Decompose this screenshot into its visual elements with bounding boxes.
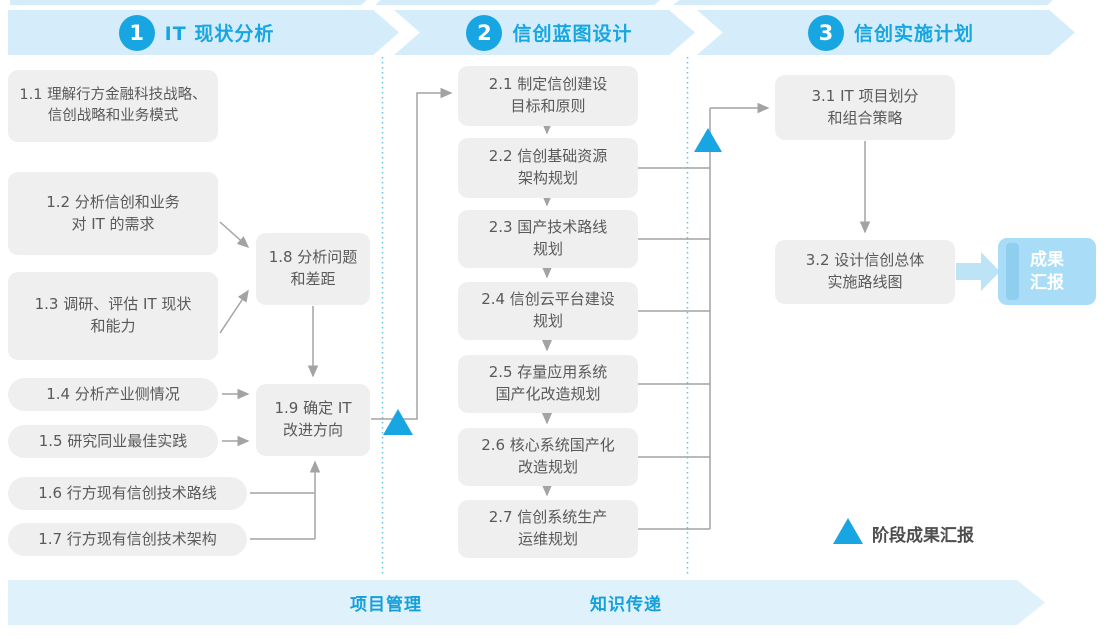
- step-box-1-4: 1.4 分析产业侧情况: [8, 378, 218, 411]
- phase-2-number-badge: 2: [466, 14, 503, 51]
- step-text: 2.3 国产技术路线: [488, 218, 608, 237]
- step-box-1-8: 1.8 分析问题 和差距: [256, 233, 370, 305]
- phase-1-number-badge: 1: [118, 14, 155, 51]
- step-text: 运维规划: [517, 530, 578, 548]
- step-box-3-1: 3.1 IT 项目划分 和组合策略: [775, 75, 955, 140]
- step-text: 2.4 信创云平台建设: [481, 290, 615, 309]
- report-text: 成果: [1030, 249, 1064, 270]
- step-text: 目标和原则: [510, 97, 586, 115]
- step-box-3-2: 3.2 设计信创总体 实施路线图: [775, 240, 955, 304]
- step-text: 1.6 行方现有信创技术路线: [38, 483, 217, 502]
- milestone-triangle-icon: [383, 409, 413, 435]
- step-text: 改进方向: [282, 421, 343, 439]
- phase-1-header: 1 IT 现状分析: [8, 10, 399, 55]
- step-text: 国产化改造规划: [495, 385, 601, 403]
- phase-2-header: 2 信创蓝图设计: [394, 10, 695, 55]
- step-text: 3.2 设计信创总体: [805, 251, 925, 270]
- top-cropped-band-segment: [673, 0, 1053, 5]
- step-text: 规划: [532, 240, 563, 258]
- milestone-triangle-icon: [694, 128, 722, 152]
- step-text: 1.7 行方现有信创技术架构: [38, 529, 217, 548]
- step-text: 1.2 分析信创和业务: [46, 192, 180, 211]
- step-box-2-1: 2.1 制定信创建设 目标和原则: [458, 66, 638, 126]
- step-text: 2.7 信创系统生产: [488, 508, 608, 527]
- top-cropped-band-segment: [10, 0, 367, 5]
- step-text: 和差距: [290, 270, 336, 288]
- step-text: 对 IT 的需求: [71, 214, 155, 233]
- step-box-2-6: 2.6 核心系统国产化 改造规划: [458, 428, 638, 486]
- step-box-1-1: 1.1 理解行方金融科技战略、 信创战略和业务模式: [8, 70, 218, 142]
- report-box-stripe: [1006, 243, 1019, 300]
- step-box-1-6: 1.6 行方现有信创技术路线: [8, 477, 247, 510]
- step-text: 1.4 分析产业侧情况: [46, 384, 180, 403]
- report-arrow-icon: [956, 252, 1000, 291]
- step-box-1-3: 1.3 调研、评估 IT 现状 和能力: [8, 272, 218, 360]
- step-text: 架构规划: [517, 169, 578, 187]
- step-text: 规划: [532, 312, 563, 330]
- step-text: 和能力: [90, 317, 136, 335]
- step-box-2-4: 2.4 信创云平台建设 规划: [458, 282, 638, 340]
- step-text: 2.2 信创基础资源: [488, 147, 608, 166]
- step-box-1-7: 1.7 行方现有信创技术架构: [8, 523, 247, 556]
- step-box-2-2: 2.2 信创基础资源 架构规划: [458, 138, 638, 198]
- step-text: 2.1 制定信创建设: [488, 75, 608, 94]
- step-box-2-5: 2.5 存量应用系统 国产化改造规划: [458, 355, 638, 413]
- step-text: 信创战略和业务模式: [47, 108, 179, 124]
- step-text: 1.8 分析问题: [268, 248, 358, 267]
- bottom-band: 项目管理 知识传递: [8, 580, 1045, 625]
- step-text: 实施路线图: [827, 273, 903, 291]
- phase-2-title: 信创蓝图设计: [512, 23, 633, 45]
- step-box-1-9: 1.9 确定 IT 改进方向: [256, 384, 370, 456]
- step-box-2-3: 2.3 国产技术路线 规划: [458, 210, 638, 268]
- step-text: 1.3 调研、评估 IT 现状: [34, 295, 192, 314]
- step-text: 1.9 确定 IT: [274, 399, 352, 418]
- phase-3-number-badge: 3: [807, 14, 844, 51]
- step-text: 3.1 IT 项目划分: [811, 86, 919, 105]
- step-text: 2.6 核心系统国产化: [481, 436, 615, 455]
- top-cropped-band-segment: [375, 0, 660, 5]
- bottom-band-item-knowledge-transfer: 知识传递: [590, 595, 662, 615]
- step-box-1-5: 1.5 研究同业最佳实践: [8, 425, 218, 458]
- phase-1-title: IT 现状分析: [164, 23, 275, 45]
- phase-3-title: 信创实施计划: [853, 23, 974, 45]
- legend-triangle-icon: [833, 518, 863, 544]
- step-text: 1.5 研究同业最佳实践: [38, 431, 188, 450]
- report-box: 成果 汇报: [998, 238, 1096, 305]
- step-text: 2.5 存量应用系统: [488, 363, 608, 382]
- report-text: 汇报: [1030, 272, 1064, 293]
- phase-3-header: 3 信创实施计划: [697, 10, 1075, 55]
- bottom-band-item-project-management: 项目管理: [350, 595, 422, 615]
- step-text: 和组合策略: [827, 108, 903, 127]
- step-box-1-2: 1.2 分析信创和业务 对 IT 的需求: [8, 172, 218, 255]
- step-text: 1.1 理解行方金融科技战略、: [19, 86, 207, 103]
- step-text: 改造规划: [517, 458, 578, 476]
- step-box-2-7: 2.7 信创系统生产 运维规划: [458, 500, 638, 558]
- legend-label: 阶段成果汇报: [872, 526, 974, 546]
